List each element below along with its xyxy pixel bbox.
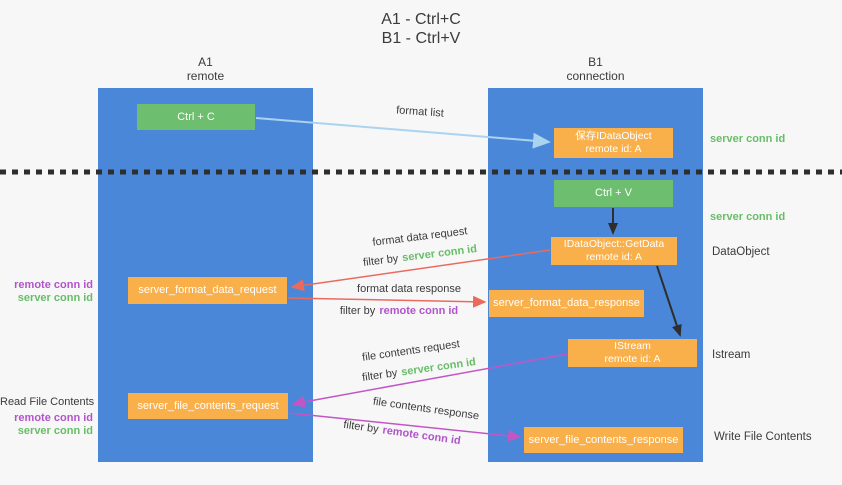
save-idataobject-line1: 保存IDataObject xyxy=(575,130,652,142)
istream-annotation: Istream xyxy=(712,349,751,361)
lifeline-b1-id: B1 xyxy=(588,55,603,69)
dataobject-annotation: DataObject xyxy=(712,246,770,258)
lifeline-b1-role: connection xyxy=(566,69,625,83)
format-list-arrow xyxy=(255,117,551,149)
istream-line2: remote id: A xyxy=(604,353,661,365)
format-data-request-arrow xyxy=(290,249,551,292)
server-file-contents-response-label: server_file_contents_response xyxy=(528,433,679,446)
file-contents-request-arrow xyxy=(291,353,568,408)
server-conn-id-annotation-left-bottom: server conn id xyxy=(17,425,93,437)
lifeline-header-a1: A1 remote xyxy=(98,55,313,83)
server-format-data-response-node: server_format_data_response xyxy=(489,290,644,317)
title-line-2: B1 - Ctrl+V xyxy=(381,30,461,47)
remote-conn-id-annotation-left-bottom: remote conn id xyxy=(14,412,93,424)
getdata-line1: IDataObject::GetData xyxy=(563,238,665,250)
lifeline-a1-id: A1 xyxy=(198,55,213,69)
lifeline-a1-role: remote xyxy=(186,69,225,83)
server-conn-id-annotation-mid: server conn id xyxy=(710,211,786,223)
ctrl-v-label: Ctrl + V xyxy=(595,187,632,199)
getdata-to-istream-arrow xyxy=(656,265,682,337)
save-idataobject-line2: remote id: A xyxy=(585,143,642,155)
server-file-contents-request-node: server_file_contents_request xyxy=(128,393,288,419)
server-conn-id-annotation-top: server conn id xyxy=(710,133,786,145)
server-format-data-request-label: server_format_data_request xyxy=(138,284,277,296)
format-data-response-arrow xyxy=(287,295,487,308)
server-format-data-request-node: server_format_data_request xyxy=(128,277,287,304)
server-conn-id-annotation-left-mid: server conn id xyxy=(17,292,93,304)
remote-conn-id-annotation-left-mid: remote conn id xyxy=(14,279,93,291)
file-contents-response-arrow xyxy=(288,412,522,442)
diagram-title: A1 - Ctrl+C B1 - Ctrl+V xyxy=(0,10,842,48)
ctrl-c-label: Ctrl + C xyxy=(177,110,215,123)
server-file-contents-request-label: server_file_contents_request xyxy=(137,399,279,412)
title-line-1: A1 - Ctrl+C xyxy=(381,11,461,28)
format-data-response-label: format data response xyxy=(357,283,461,295)
remote-conn-id-text: remote conn id xyxy=(379,305,459,317)
ctrl-c-node: Ctrl + C xyxy=(137,104,255,130)
write-file-contents-annotation: Write File Contents xyxy=(714,431,812,443)
filter-by-text: filter by xyxy=(339,305,376,317)
read-file-contents-annotation: Read File Contents xyxy=(0,396,95,408)
istream-line1: IStream xyxy=(614,340,651,352)
server-format-data-response-label: server_format_data_response xyxy=(493,297,640,309)
istream-node: IStream remote id: A xyxy=(568,339,697,367)
ctrl-v-node: Ctrl + V xyxy=(554,180,673,207)
save-idataobject-node: 保存IDataObject remote id: A xyxy=(554,128,673,158)
lifeline-header-b1: B1 connection xyxy=(488,55,703,83)
getdata-line2: remote id: A xyxy=(585,251,643,263)
idataobject-getdata-node: IDataObject::GetData remote id: A xyxy=(551,237,677,265)
server-file-contents-response-node: server_file_contents_response xyxy=(524,427,683,453)
